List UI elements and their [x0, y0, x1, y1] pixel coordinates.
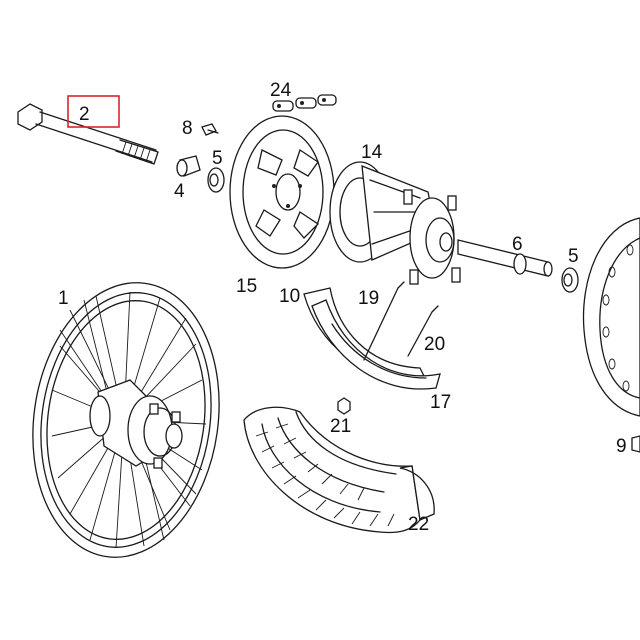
valve-nut-part[interactable]	[337, 397, 351, 415]
tube-part[interactable]	[311, 299, 441, 390]
sprocket-bolt-part[interactable]	[201, 123, 219, 136]
tyre-part[interactable]	[243, 406, 435, 534]
disc-bolt-part[interactable]	[631, 435, 640, 453]
chain-link-part[interactable]	[272, 94, 337, 112]
callout-17[interactable]: 17	[430, 392, 451, 413]
callout-15[interactable]: 15	[236, 276, 257, 297]
bearing-right-part[interactable]	[561, 267, 579, 293]
callout-2[interactable]: 2	[79, 104, 90, 125]
callout-10[interactable]: 10	[279, 286, 300, 307]
callout-1[interactable]: 1	[58, 288, 69, 309]
hub-part[interactable]	[329, 161, 461, 285]
sprocket-part[interactable]	[229, 115, 335, 269]
spacer-part[interactable]	[176, 155, 201, 177]
callout-24[interactable]: 24	[270, 80, 292, 101]
callout-4[interactable]: 4	[174, 181, 185, 202]
callout-8[interactable]: 8	[182, 118, 193, 139]
callout-9[interactable]: 9	[616, 436, 627, 457]
callout-22[interactable]: 22	[408, 514, 429, 535]
callout-5b[interactable]: 5	[568, 246, 579, 267]
axle-bolt-part[interactable]	[17, 103, 159, 165]
callout-6[interactable]: 6	[512, 234, 523, 255]
hub-axle-part[interactable]	[457, 239, 553, 277]
callout-5[interactable]: 5	[212, 148, 223, 169]
bearing-left-part[interactable]	[207, 167, 225, 193]
rear-wheel-part[interactable]	[16, 271, 237, 570]
spoke-part[interactable]	[363, 281, 439, 361]
highlight-box	[67, 95, 120, 128]
callout-14[interactable]: 14	[361, 142, 383, 163]
callout-20[interactable]: 20	[424, 334, 445, 355]
callout-21[interactable]: 21	[330, 416, 351, 437]
callout-19[interactable]: 19	[358, 288, 379, 309]
brake-disc-part[interactable]	[582, 217, 640, 417]
